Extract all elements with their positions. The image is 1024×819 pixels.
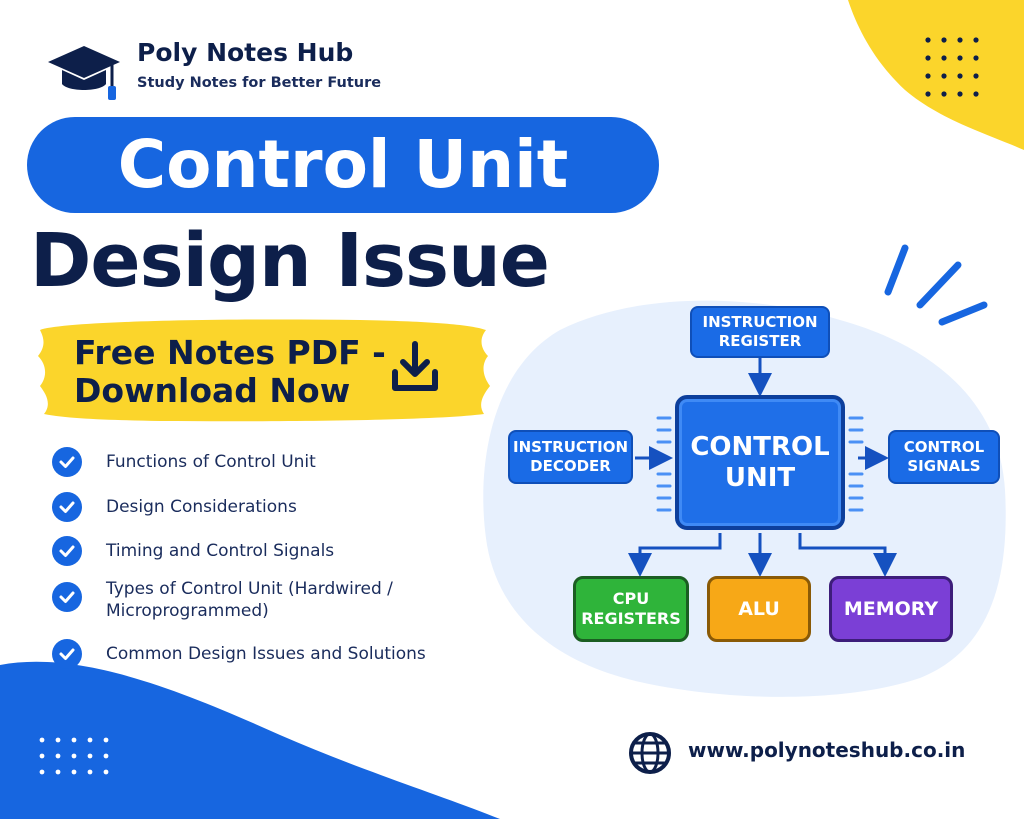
download-icon[interactable] bbox=[390, 340, 440, 396]
arrow-cu-to-memory bbox=[798, 533, 897, 577]
instruction-decoder-line1: INSTRUCTION bbox=[512, 438, 629, 456]
list-item: Functions of Control Unit bbox=[52, 447, 316, 477]
instruction-register-line2: REGISTER bbox=[718, 332, 802, 350]
website-link[interactable]: www.polynoteshub.co.in bbox=[688, 738, 966, 762]
alu-box: ALU bbox=[707, 576, 811, 642]
banner-line2: Download Now bbox=[74, 371, 351, 410]
memory-box: MEMORY bbox=[829, 576, 953, 642]
list-item-text-line1: Types of Control Unit (Hardwired / bbox=[106, 579, 393, 599]
chip-pins bbox=[656, 416, 864, 512]
list-item-text: Common Design Issues and Solutions bbox=[106, 644, 426, 664]
list-item: Timing and Control Signals bbox=[52, 536, 334, 566]
globe-icon bbox=[628, 731, 672, 775]
title-pill bbox=[27, 117, 659, 213]
title-line2: Design Issue bbox=[30, 218, 550, 304]
arrow-cu-to-registers bbox=[628, 533, 722, 577]
cpu-registers-line1: CPU bbox=[612, 589, 650, 608]
alu-label: ALU bbox=[738, 598, 780, 620]
banner-line1: Free Notes PDF - bbox=[74, 333, 386, 372]
check-icon bbox=[52, 492, 82, 522]
control-unit-line1: CONTROL bbox=[690, 431, 830, 462]
blue-corner-wave bbox=[0, 661, 500, 819]
list-item-text: Functions of Control Unit bbox=[106, 452, 316, 472]
list-item-text: Types of Control Unit (Hardwired / Micro… bbox=[106, 578, 393, 622]
check-icon bbox=[52, 639, 82, 669]
yellow-corner-blob bbox=[848, 0, 1024, 150]
list-item: Common Design Issues and Solutions bbox=[52, 639, 426, 669]
instruction-register-box: INSTRUCTION REGISTER bbox=[690, 306, 830, 358]
dot-grid-bottom-left bbox=[39, 737, 109, 775]
control-unit-chip: CONTROL UNIT bbox=[675, 395, 845, 530]
brand-tagline: Study Notes for Better Future bbox=[137, 75, 382, 91]
brand-name: Poly Notes Hub bbox=[137, 38, 354, 67]
instruction-register-line1: INSTRUCTION bbox=[702, 313, 818, 331]
graduation-cap-icon bbox=[48, 46, 120, 100]
list-item-text: Timing and Control Signals bbox=[106, 541, 335, 561]
list-item: Types of Control Unit (Hardwired / Micro… bbox=[52, 579, 393, 622]
accent-strokes bbox=[884, 244, 988, 326]
check-icon bbox=[52, 536, 82, 566]
control-signals-box: CONTROL SIGNALS bbox=[888, 430, 1000, 484]
control-unit-line2: UNIT bbox=[724, 462, 796, 493]
check-icon bbox=[52, 447, 82, 477]
list-item-text-line2: Microprogrammed) bbox=[106, 601, 269, 621]
check-icon bbox=[52, 582, 82, 612]
title-line1: Control Unit bbox=[117, 126, 569, 203]
control-signals-line1: CONTROL bbox=[903, 438, 985, 456]
instruction-decoder-line2: DECODER bbox=[530, 457, 611, 475]
list-item-text: Design Considerations bbox=[106, 497, 297, 517]
brand-logo bbox=[46, 42, 122, 104]
memory-label: MEMORY bbox=[843, 598, 939, 620]
download-banner[interactable]: Free Notes PDF - Download Now bbox=[74, 334, 404, 410]
cpu-registers-box: CPU REGISTERS bbox=[573, 576, 689, 642]
list-item: Design Considerations bbox=[52, 492, 297, 522]
dot-grid-top-right bbox=[925, 37, 979, 97]
cpu-registers-line2: REGISTERS bbox=[581, 609, 681, 628]
control-signals-line2: SIGNALS bbox=[907, 457, 981, 475]
instruction-decoder-box: INSTRUCTION DECODER bbox=[508, 430, 633, 484]
yellow-brush-banner bbox=[38, 319, 490, 422]
